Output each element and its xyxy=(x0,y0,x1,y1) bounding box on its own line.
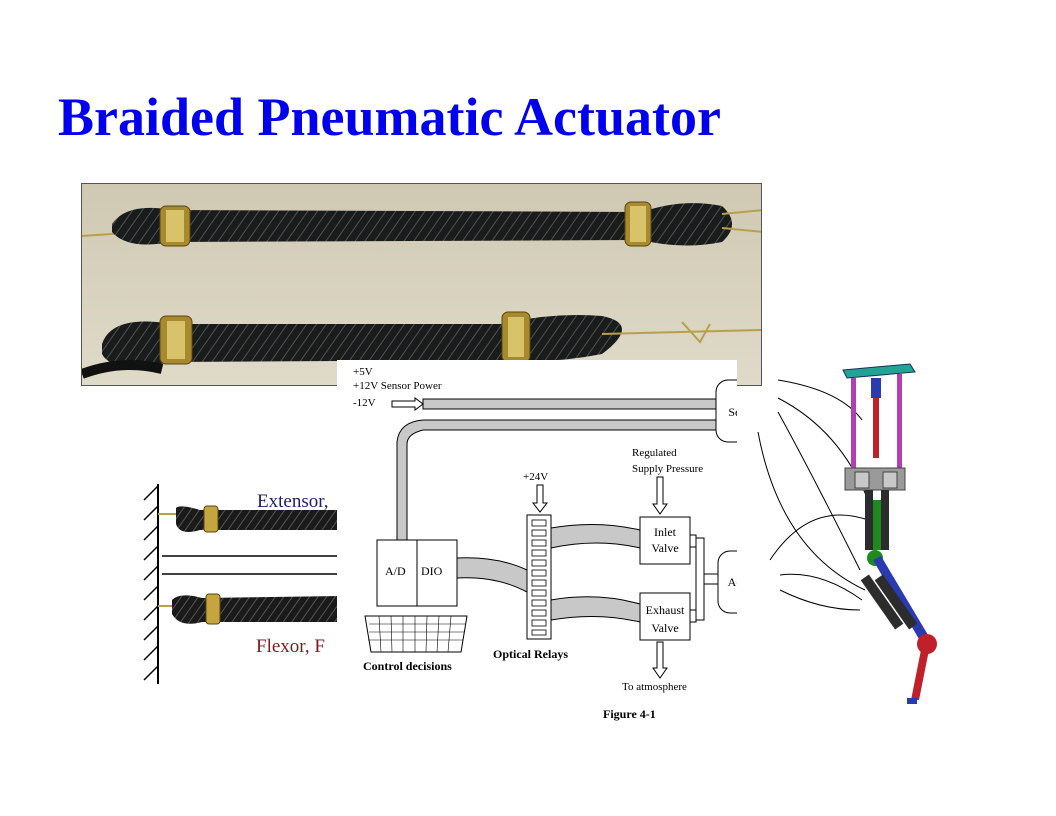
supply-label-1: Regulated xyxy=(632,447,677,459)
inlet-label-1: Inlet xyxy=(654,525,677,539)
connector-lines xyxy=(757,379,869,611)
figure-caption: Figure 4-1 xyxy=(603,707,656,721)
power-line-3: -12V xyxy=(353,397,376,409)
exhaust-caption: To atmosphere xyxy=(622,681,687,693)
relay-supply-label: +24V xyxy=(523,471,548,483)
actuator-photo xyxy=(81,183,762,386)
muscle-illustration: Extensor, Flexor, F xyxy=(140,484,340,684)
control-diagram: +5V +12V Sensor Power -12V Sensors A/D D… xyxy=(337,360,737,725)
inlet-label-2: Valve xyxy=(651,541,678,555)
exhaust-label-1: Exhaust xyxy=(646,603,685,617)
actuators-label: Actuators xyxy=(728,575,737,589)
extensor-label: Extensor, xyxy=(257,491,329,512)
ad-label: A/D xyxy=(385,564,406,578)
flexor-label: Flexor, F xyxy=(256,636,325,657)
power-line-2: +12V Sensor Power xyxy=(353,380,442,392)
robot-leg xyxy=(835,360,945,716)
dio-label: DIO xyxy=(421,564,443,578)
control-caption: Control decisions xyxy=(363,659,452,673)
exhaust-label-2: Valve xyxy=(651,621,678,635)
power-line-1: +5V xyxy=(353,366,373,378)
relays-caption: Optical Relays xyxy=(493,647,568,661)
slide-title: Braided Pneumatic Actuator xyxy=(58,87,721,147)
sensors-label: Sensors xyxy=(728,405,737,419)
supply-label-2: Supply Pressure xyxy=(632,463,703,475)
